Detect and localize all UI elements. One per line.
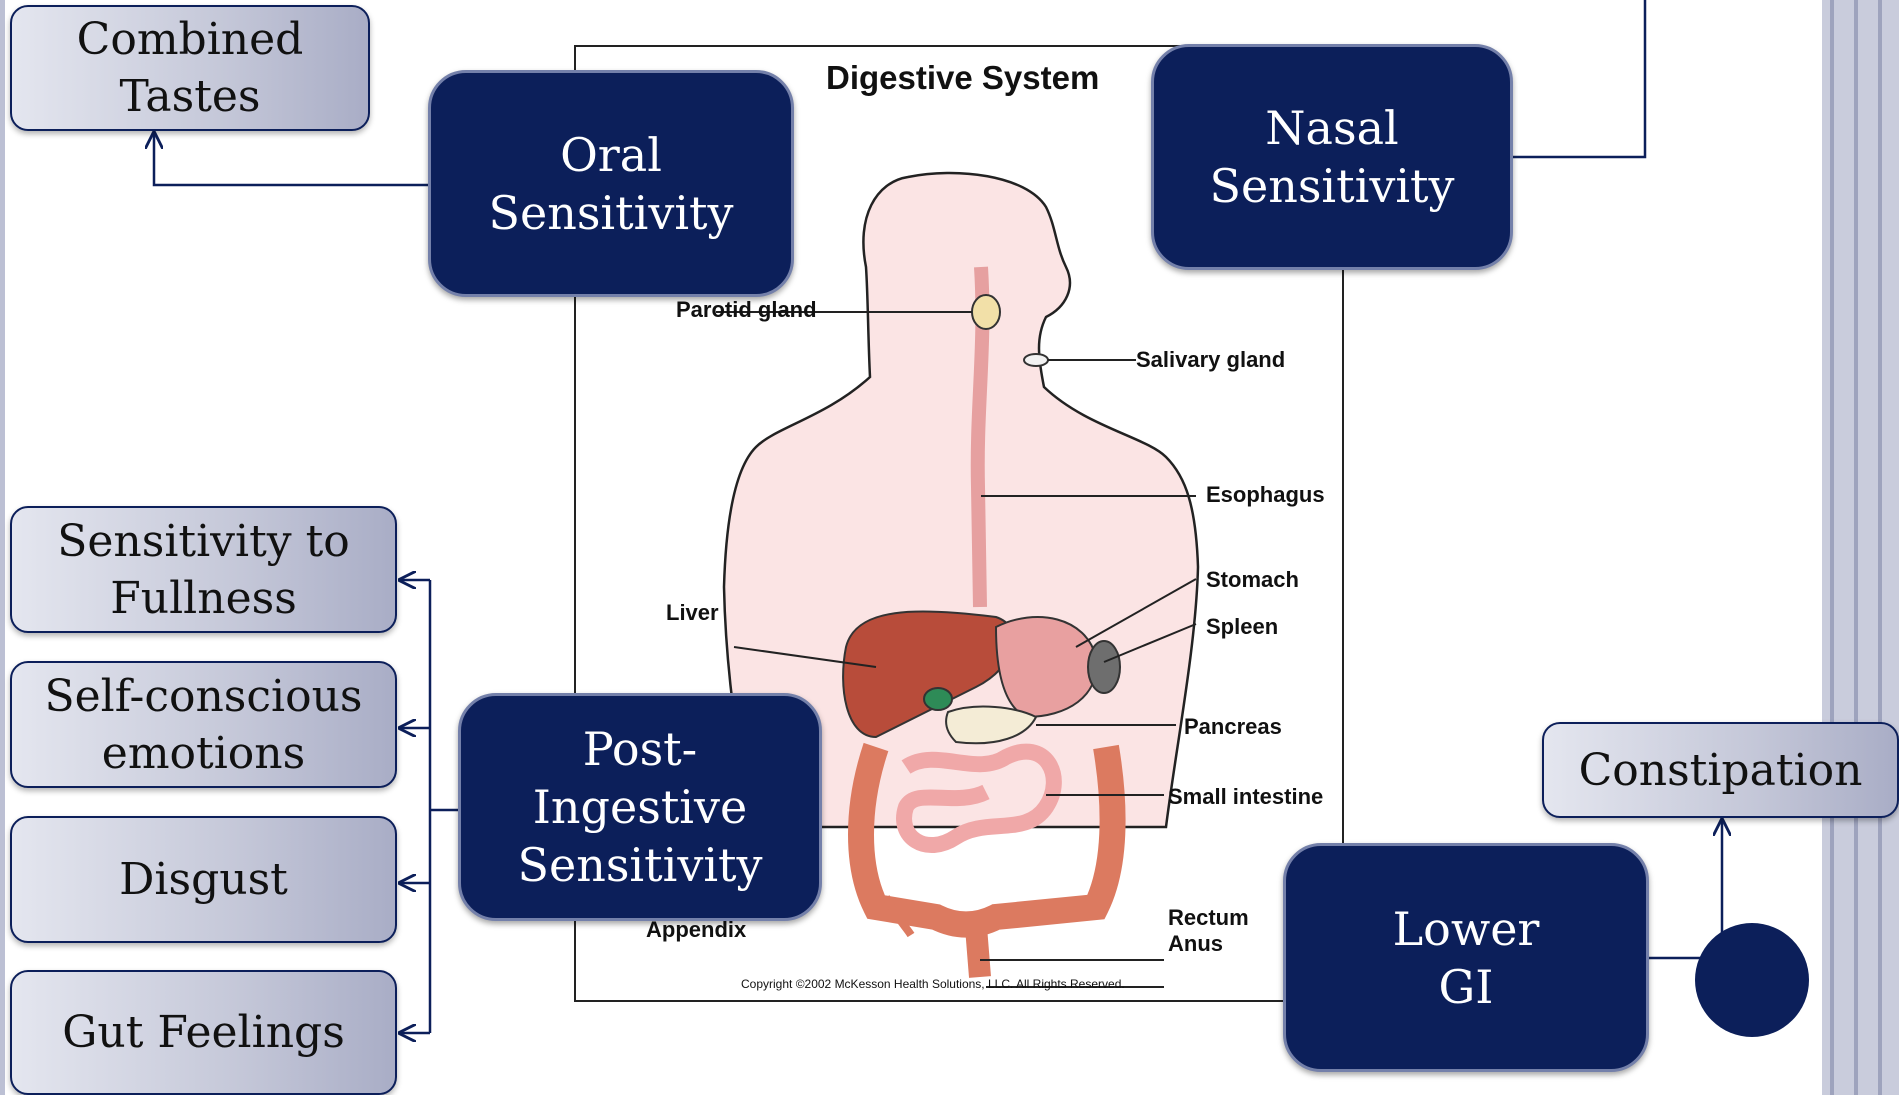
node-self-conscious-emotions-label: Self-conscious emotions: [44, 668, 364, 782]
node-lower-gi[interactable]: Lower GI: [1283, 843, 1649, 1072]
connector-node-dot: [1695, 923, 1809, 1037]
connector-lower-gi-to-constipation: [1648, 820, 1722, 958]
node-sensitivity-to-fullness[interactable]: Sensitivity to Fullness: [10, 506, 397, 633]
node-post-ingestive-sensitivity[interactable]: Post-Ingestive Sensitivity: [458, 693, 822, 921]
node-combined-tastes-label: Combined Tastes: [65, 11, 315, 125]
node-nasal-sensitivity[interactable]: Nasal Sensitivity: [1151, 44, 1513, 270]
node-constipation-label: Constipation: [1579, 742, 1863, 799]
node-oral-sensitivity[interactable]: Oral Sensitivity: [428, 70, 794, 297]
node-lower-gi-label: Lower GI: [1391, 900, 1541, 1016]
node-post-ingestive-sensitivity-label: Post-Ingestive Sensitivity: [510, 720, 770, 894]
node-self-conscious-emotions[interactable]: Self-conscious emotions: [10, 661, 397, 788]
node-sensitivity-to-fullness-label: Sensitivity to Fullness: [44, 513, 364, 627]
node-gut-feelings[interactable]: Gut Feelings: [10, 970, 397, 1095]
node-disgust[interactable]: Disgust: [10, 816, 397, 943]
node-disgust-label: Disgust: [119, 851, 288, 908]
node-constipation[interactable]: Constipation: [1542, 722, 1899, 818]
node-nasal-sensitivity-label: Nasal Sensitivity: [1202, 99, 1462, 215]
node-oral-sensitivity-label: Oral Sensitivity: [481, 126, 741, 242]
connector-nasal-up: [1513, 0, 1645, 157]
node-combined-tastes[interactable]: Combined Tastes: [10, 5, 370, 131]
node-gut-feelings-label: Gut Feelings: [62, 1004, 345, 1061]
connector-oral-to-combined-tastes: [154, 133, 428, 185]
